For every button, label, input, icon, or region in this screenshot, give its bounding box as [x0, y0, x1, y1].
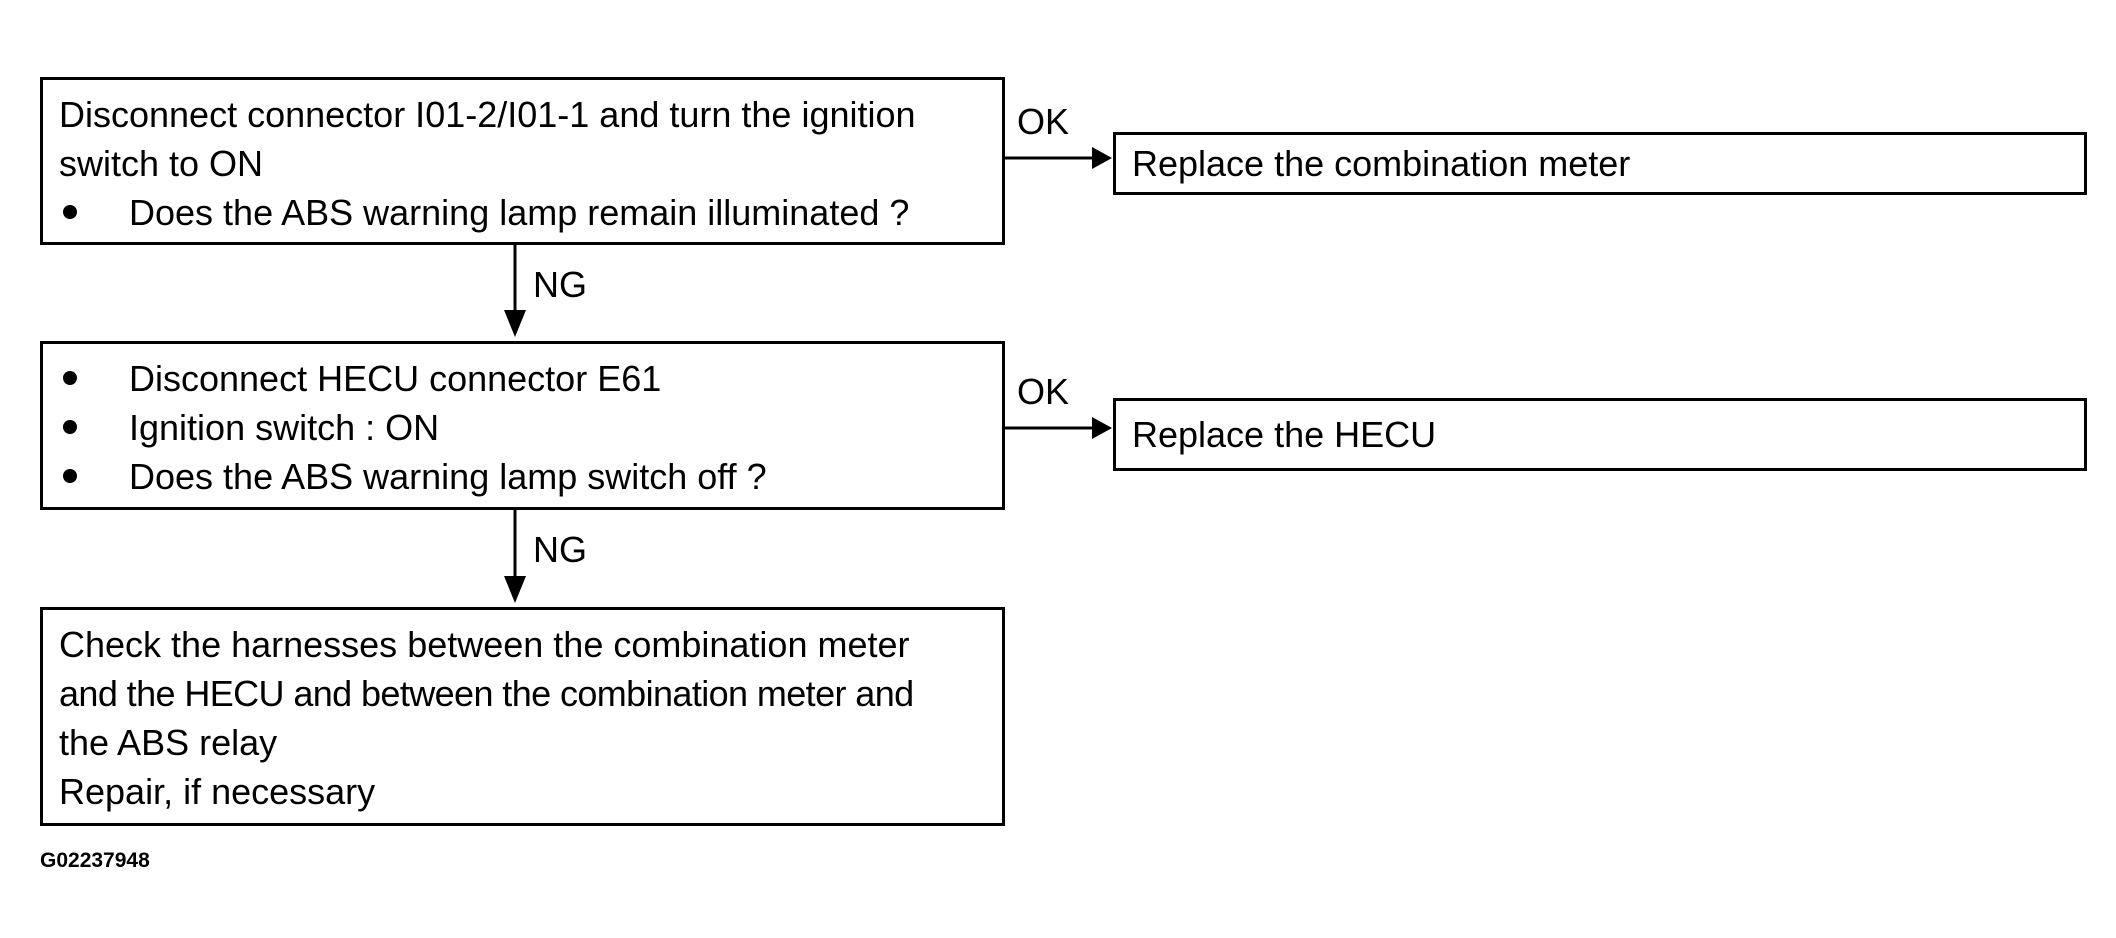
ok-arrowhead-2 [1092, 417, 1112, 439]
step-2-bullet-1: Disconnect HECU connector E61 [59, 354, 986, 403]
ng-label-2: NG [533, 529, 587, 570]
ok-label-1: OK [1017, 101, 1070, 142]
result-2-box: Replace the HECU [1113, 398, 2087, 471]
step-3-line-3: the ABS relay [59, 722, 278, 763]
result-1-box: Replace the combination meter [1113, 132, 2087, 195]
ng-arrowhead-1 [504, 310, 526, 337]
result-2-text: Replace the HECU [1132, 414, 1437, 455]
step-1-line-2: switch to ON [59, 143, 264, 184]
step-3-box: Check the harnesses between the combinat… [40, 607, 1005, 826]
bullet-icon [63, 371, 77, 386]
step-1-box: Disconnect connector I01-2/I01-1 and tur… [40, 77, 1005, 245]
step-1-line-1: Disconnect connector I01-2/I01-1 and tur… [59, 94, 916, 135]
bullet-icon [63, 205, 77, 220]
step-2-bullet-3: Does the ABS warning lamp switch off ? [59, 452, 986, 501]
ok-label-2: OK [1017, 371, 1070, 412]
step-3-line-2: and the HECU and between the combination… [59, 673, 914, 714]
step-2-box: Disconnect HECU connector E61 Ignition s… [40, 341, 1005, 510]
step-1-bullet-1: Does the ABS warning lamp remain illumin… [59, 188, 986, 237]
bullet-icon [63, 420, 77, 435]
result-1-text: Replace the combination meter [1132, 143, 1631, 184]
ng-label-1: NG [533, 264, 587, 305]
figure-id: G02237948 [40, 849, 150, 872]
step-3-line-1: Check the harnesses between the combinat… [59, 624, 910, 665]
ng-arrowhead-2 [504, 576, 526, 603]
bullet-icon [63, 469, 77, 484]
step-2-bullet-2: Ignition switch : ON [59, 403, 986, 452]
step-3-line-4: Repair, if necessary [59, 771, 376, 812]
ok-arrowhead-1 [1092, 147, 1112, 169]
